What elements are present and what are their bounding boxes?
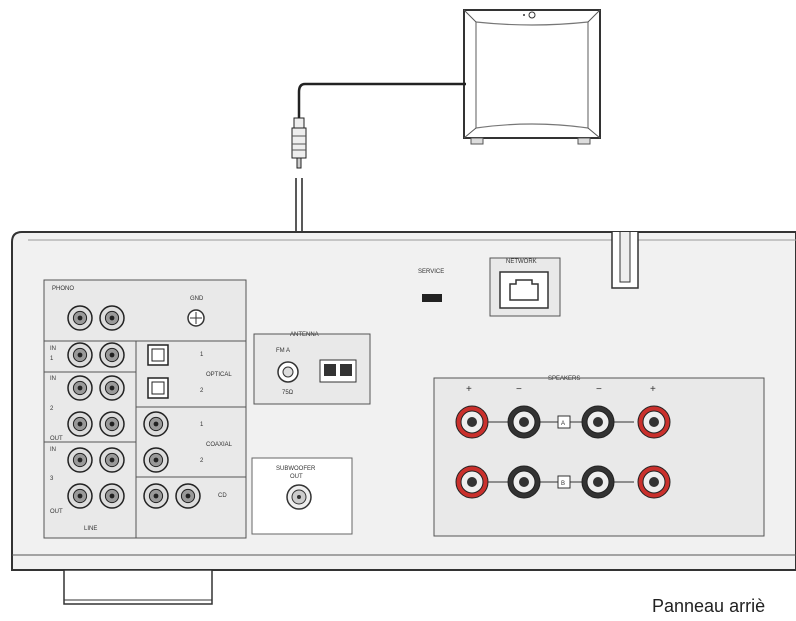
rca-jack xyxy=(67,342,93,368)
optical-label: OPTICAL xyxy=(206,372,232,378)
coaxial1-number: 1 xyxy=(200,422,204,428)
speaker-terminal-positive xyxy=(455,405,489,439)
line1-in-label: IN xyxy=(50,346,56,352)
line2-out-label: OUT xyxy=(50,436,63,442)
coaxial-label: COAXIAL xyxy=(206,442,233,448)
subwoofer-label: SUBWOOFER xyxy=(276,466,316,472)
minus-left: − xyxy=(516,384,522,395)
rca-jack xyxy=(99,447,125,473)
service-label: SERVICE xyxy=(418,269,444,275)
speaker-terminal-negative xyxy=(581,465,615,499)
rca-jack xyxy=(143,411,169,437)
speaker-terminal-positive xyxy=(637,405,671,439)
antenna-label: ANTENNA xyxy=(290,332,319,338)
rca-jack xyxy=(143,447,169,473)
rca-jack xyxy=(67,447,93,473)
line3-number: 3 xyxy=(50,476,54,482)
rca-jack xyxy=(99,375,125,401)
speaker-terminal-positive xyxy=(455,465,489,499)
rca-jack xyxy=(99,411,125,437)
rca-jack xyxy=(175,483,201,509)
optical2-number: 2 xyxy=(200,388,204,394)
antenna-section: ANTENNA FM A 75Ω xyxy=(253,332,371,405)
speakers-label: SPEAKERS xyxy=(548,376,580,382)
optical-jacks xyxy=(147,344,169,399)
cd-label: CD xyxy=(218,493,227,499)
speaker-terminal-negative xyxy=(507,465,541,499)
rca-jack xyxy=(67,305,93,331)
line-label: LINE xyxy=(84,526,97,532)
subwoofer-out-label: OUT xyxy=(290,474,303,480)
phono-label: PHONO xyxy=(52,286,74,292)
rca-jack xyxy=(67,483,93,509)
coaxial2-number: 2 xyxy=(200,458,204,464)
rca-jack xyxy=(99,305,125,331)
speaker-a-label: A xyxy=(561,421,565,427)
rca-jacks xyxy=(67,305,201,509)
ohm-label: 75Ω xyxy=(282,390,294,396)
gnd-label: GND xyxy=(190,296,204,302)
network-label: NETWORK xyxy=(506,259,537,265)
rca-jack xyxy=(99,342,125,368)
line2-number: 2 xyxy=(50,406,54,412)
optical1-number: 1 xyxy=(200,352,204,358)
rca-jack xyxy=(67,375,93,401)
line2-in-label: IN xyxy=(50,376,56,382)
subwoofer-illustration xyxy=(463,9,601,145)
rca-jack xyxy=(67,411,93,437)
plus-right: + xyxy=(650,384,656,395)
speaker-terminals xyxy=(455,405,671,499)
fm-label: FM A xyxy=(276,348,290,354)
line1-number: 1 xyxy=(50,356,54,362)
rca-jack xyxy=(143,483,169,509)
rca-plug-icon xyxy=(291,117,307,169)
speakers-section: SPEAKERS + − − + A B xyxy=(433,376,765,537)
rca-jack xyxy=(99,483,125,509)
speaker-terminal-negative xyxy=(507,405,541,439)
service-network-section: SERVICE NETWORK xyxy=(418,257,561,317)
caption: Panneau arriè xyxy=(652,596,766,616)
line3-out-label: OUT xyxy=(50,509,63,515)
subwoofer-cable xyxy=(297,82,466,118)
input-terminals-panel: PHONO GND IN 1 IN 2 OUT IN 3 OUT LINE 1 … xyxy=(43,279,247,539)
speaker-terminal-negative xyxy=(581,405,615,439)
speaker-terminal-positive xyxy=(637,465,671,499)
minus-right: − xyxy=(596,384,602,395)
subwoofer-out-section: SUBWOOFER OUT xyxy=(251,457,353,535)
plus-left: + xyxy=(466,384,472,395)
line3-in-label: IN xyxy=(50,447,56,453)
speaker-b-label: B xyxy=(561,481,565,487)
